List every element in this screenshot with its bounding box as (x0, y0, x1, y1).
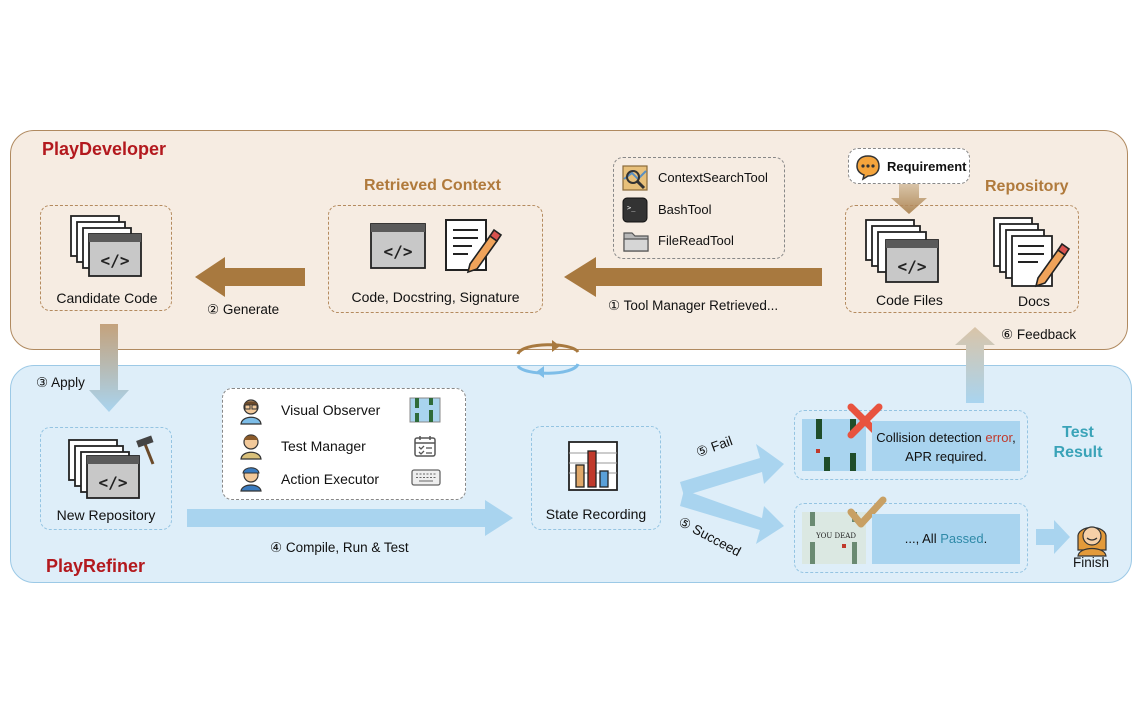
document-pencil-icon (445, 219, 503, 274)
svg-text:</>: </> (384, 242, 413, 261)
action-executor-avatar-icon (240, 467, 262, 492)
candidate-code-box: </> Candidate Code (40, 205, 172, 311)
fail-succeed-arrows (680, 444, 784, 544)
tool-manager-label: ① Tool Manager Retrieved... (608, 298, 779, 313)
calendar-checklist-icon (414, 436, 436, 457)
retrieved-context-title: Retrieved Context (364, 177, 501, 194)
agents-box: Visual Observer Test Manager Action Exec… (222, 388, 466, 500)
bash-tool-icon: >_ (622, 197, 648, 223)
svg-text:</>: </> (898, 257, 927, 276)
docs-label: Docs (1018, 293, 1050, 309)
you-dead-text: YOU DEAD (815, 532, 856, 540)
fail-message-line1: Collision detection error, (872, 430, 1020, 445)
generate-arrow (195, 257, 305, 297)
agent-test-manager-label: Test Manager (281, 438, 366, 454)
finish-arrow (1036, 520, 1070, 554)
apply-label: ③ Apply (36, 375, 85, 390)
requirement-arrow (891, 184, 927, 214)
tools-box: ContextSearchTool >_ BashTool FileReadTo… (613, 157, 785, 259)
fail-result-box: Collision detection error, APR required. (794, 403, 1028, 480)
code-files-label: Code Files (876, 292, 943, 308)
pass-text-period: . (983, 531, 988, 546)
new-repository-label: New Repository (56, 507, 156, 523)
speech-bubble-icon (856, 155, 880, 181)
playrefiner-title: PlayRefiner (46, 556, 146, 576)
finish-label: Finish (1073, 555, 1110, 570)
bar-chart-icon (568, 441, 618, 491)
state-recording-label: State Recording (545, 506, 647, 522)
requirement-box: Requirement (848, 148, 970, 184)
candidate-code-label: Candidate Code (56, 290, 158, 306)
folder-icon (623, 232, 649, 252)
feedback-label: ⑥ Feedback (1001, 327, 1077, 342)
fail-message-panel: Collision detection error, APR required. (872, 421, 1020, 471)
agent-action-executor-label: Action Executor (281, 471, 380, 487)
retrieved-context-box: </> Code, Docstring, Signature (328, 205, 543, 313)
fail-text-prefix: Collision detection (876, 430, 986, 445)
code-window-icon: </> (370, 223, 426, 269)
svg-text:</>: </> (99, 473, 128, 492)
fail-message-line2: APR required. (905, 449, 987, 464)
repository-title: Repository (985, 178, 1069, 195)
playdeveloper-title: PlayDeveloper (42, 139, 167, 159)
generate-label: ② Generate (207, 302, 280, 317)
requirement-label: Requirement (887, 159, 967, 174)
compile-arrow (187, 500, 513, 536)
retrieved-context-label: Code, Docstring, Signature (351, 289, 520, 305)
keyboard-icon (411, 469, 441, 486)
state-recording-box: State Recording (531, 426, 661, 530)
repository-box: </> Code Files Docs (845, 205, 1079, 313)
visual-observer-avatar-icon (240, 399, 262, 425)
fail-text-comma: , (1012, 430, 1016, 445)
finish-avatar-icon (1077, 526, 1107, 557)
test-manager-avatar-icon (240, 434, 262, 460)
new-repository-icon: </> (68, 435, 155, 499)
code-stack-icon: </> (70, 215, 142, 277)
apply-arrow (89, 324, 129, 412)
succeed-result-box: YOU DEAD ..., All Passed. (794, 496, 1028, 573)
compile-label: ④ Compile, Run & Test (270, 540, 409, 555)
cycle-icon (516, 340, 580, 378)
svg-text:>_: >_ (627, 204, 636, 212)
new-repository-box: </> New Repository (40, 427, 172, 530)
fail-text-error: error (985, 430, 1013, 445)
tool-manager-arrow (564, 257, 822, 297)
docs-icon (993, 217, 1071, 288)
checkmark-icon (847, 496, 887, 528)
svg-text:</>: </> (101, 251, 130, 270)
feedback-arrow (955, 327, 995, 403)
screen-thumbnail-icon (409, 397, 441, 423)
tool-bash-label: BashTool (658, 202, 712, 217)
succeed-message: ..., All Passed. (872, 531, 1020, 546)
succeed-message-panel: ..., All Passed. (872, 514, 1020, 564)
pass-text-prefix: ..., All (904, 531, 941, 546)
agent-visual-observer-label: Visual Observer (281, 402, 381, 418)
pass-text-passed: Passed (940, 531, 984, 546)
tool-context-search-label: ContextSearchTool (658, 170, 768, 185)
test-result-title: Test Result (1053, 424, 1103, 461)
context-search-tool-icon (622, 165, 648, 191)
code-files-icon: </> (865, 219, 939, 283)
tool-file-read-label: FileReadTool (658, 233, 734, 248)
